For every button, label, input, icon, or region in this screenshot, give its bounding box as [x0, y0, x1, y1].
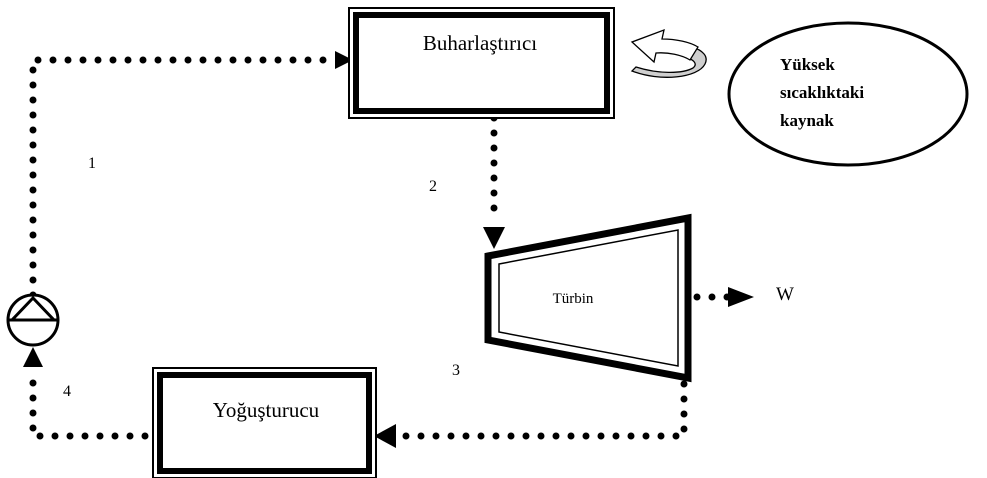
state-2-label: 2	[429, 178, 437, 195]
source-line-3: kaynak	[780, 111, 834, 130]
state-1-label: 1	[88, 155, 96, 172]
arrowheads	[23, 51, 754, 448]
arrow-into-turbine-icon	[483, 227, 505, 249]
state-4-label: 4	[63, 383, 71, 400]
condenser-label: Yoğuşturucu	[213, 398, 320, 422]
source-line-2: sıcaklıktaki	[780, 83, 864, 102]
flow-lines	[29, 56, 732, 440]
evaporator-label: Buharlaştırıcı	[423, 31, 537, 55]
flow-line-3	[389, 380, 688, 440]
work-label: W	[776, 284, 794, 305]
flow-line-1	[29, 56, 339, 299]
heat-source: Yüksek sıcaklıktaki kaynak	[727, 21, 969, 167]
arrow-work-out-icon	[728, 287, 754, 307]
turbine-label: Türbin	[553, 291, 594, 307]
state-3-label: 3	[452, 362, 460, 379]
arrow-into-condenser-icon	[374, 424, 396, 448]
turbine: Türbin	[484, 213, 692, 383]
pump-icon	[6, 293, 60, 347]
arrow-into-pump-icon	[23, 347, 43, 367]
evaporator-box: Buharlaştırıcı	[348, 7, 615, 119]
condenser-box: Yoğuşturucu	[152, 367, 377, 478]
arrow-into-evaporator-icon	[335, 51, 353, 69]
heat-input-arrow-icon	[630, 28, 707, 78]
source-line-1: Yüksek	[780, 55, 835, 74]
flow-line-4	[29, 366, 164, 440]
